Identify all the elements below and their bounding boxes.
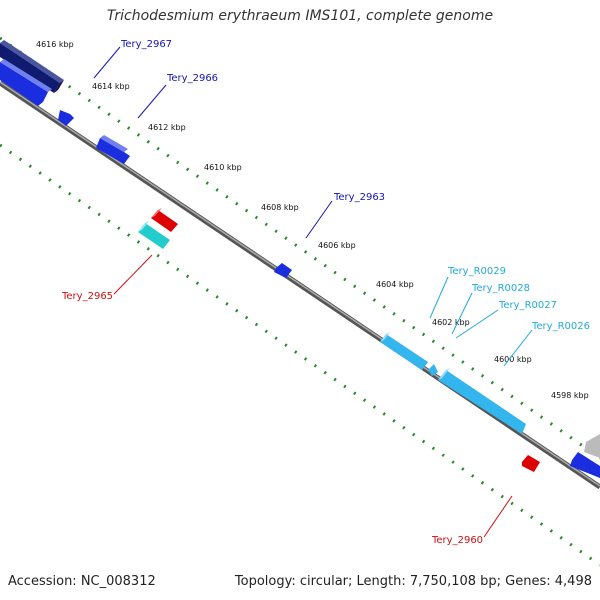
leader-tery-2966 [137, 84, 167, 119]
label-tery-2967[interactable]: Tery_2967 [120, 39, 172, 50]
kbp-label-4602: 4602 kbp [432, 318, 470, 327]
gene-tery-2966-top [0, 59, 52, 92]
kbp-label-4614: 4614 kbp [92, 82, 130, 91]
leader-tery-r0026 [503, 329, 533, 367]
gene-red-2964[interactable] [151, 210, 178, 232]
leader-tery-2965 [113, 254, 153, 295]
gene-blue-4612-top [100, 135, 128, 152]
label-tery-r0026[interactable]: Tery_R0026 [531, 321, 590, 332]
outer-tick-track [0, 36, 600, 460]
leader-tery-r0027 [455, 309, 499, 339]
gene-tery-2965[interactable] [138, 223, 170, 249]
leader-tery-2967 [93, 46, 121, 79]
leader-tery-2963 [305, 200, 333, 239]
rna-block-1-top [380, 332, 390, 342]
rna-small[interactable] [428, 364, 438, 376]
leader-tery-2960 [483, 495, 513, 538]
genome-summary-text: Topology: circular; Length: 7,750,108 bp… [234, 574, 592, 589]
kbp-label-4610: 4610 kbp [204, 163, 242, 172]
map-title: Trichodesmium erythraeum IMS101, complet… [106, 8, 494, 24]
gene-tery-2963[interactable] [274, 263, 292, 278]
label-tery-r0028[interactable]: Tery_R0028 [471, 283, 530, 294]
gene-dark-navy[interactable] [0, 43, 60, 93]
label-tery-r0027[interactable]: Tery_R0027 [498, 300, 557, 311]
kbp-label-4604: 4604 kbp [376, 280, 414, 289]
leader-tery-r0029 [429, 276, 449, 319]
gene-blue-right[interactable] [570, 452, 600, 478]
label-tery-2960[interactable]: Tery_2960 [431, 535, 483, 546]
gene-dark-navy-side [54, 80, 64, 93]
rna-block-2-top [438, 368, 450, 380]
gene-red-2964-top [151, 208, 162, 218]
gene-tery-2960[interactable] [522, 455, 540, 472]
label-tery-2966[interactable]: Tery_2966 [166, 73, 218, 84]
label-tery-2963[interactable]: Tery_2963 [333, 192, 385, 203]
gene-tery-2965-top [138, 221, 149, 232]
kbp-label-4598: 4598 kbp [551, 391, 589, 400]
kbp-label-4612: 4612 kbp [148, 123, 186, 132]
kbp-label-4608: 4608 kbp [261, 203, 299, 212]
gene-blue-4612[interactable] [96, 138, 130, 164]
gene-tery-2966[interactable] [0, 62, 48, 106]
rna-block-1[interactable] [380, 334, 428, 370]
rna-block-2[interactable] [438, 370, 526, 434]
kbp-label-4616: 4616 kbp [36, 40, 74, 49]
gene-dark-navy-top [0, 40, 64, 83]
label-tery-2965[interactable]: Tery_2965 [61, 291, 113, 302]
label-tery-r0029[interactable]: Tery_R0029 [447, 266, 506, 277]
kbp-label-4600: 4600 kbp [494, 355, 532, 364]
gene-grey[interactable] [584, 434, 600, 458]
accession-text: Accession: NC_008312 [8, 574, 156, 589]
gene-small-blue[interactable] [58, 110, 74, 126]
leader-tery-r0028 [451, 292, 473, 335]
kbp-label-4606: 4606 kbp [318, 241, 356, 250]
